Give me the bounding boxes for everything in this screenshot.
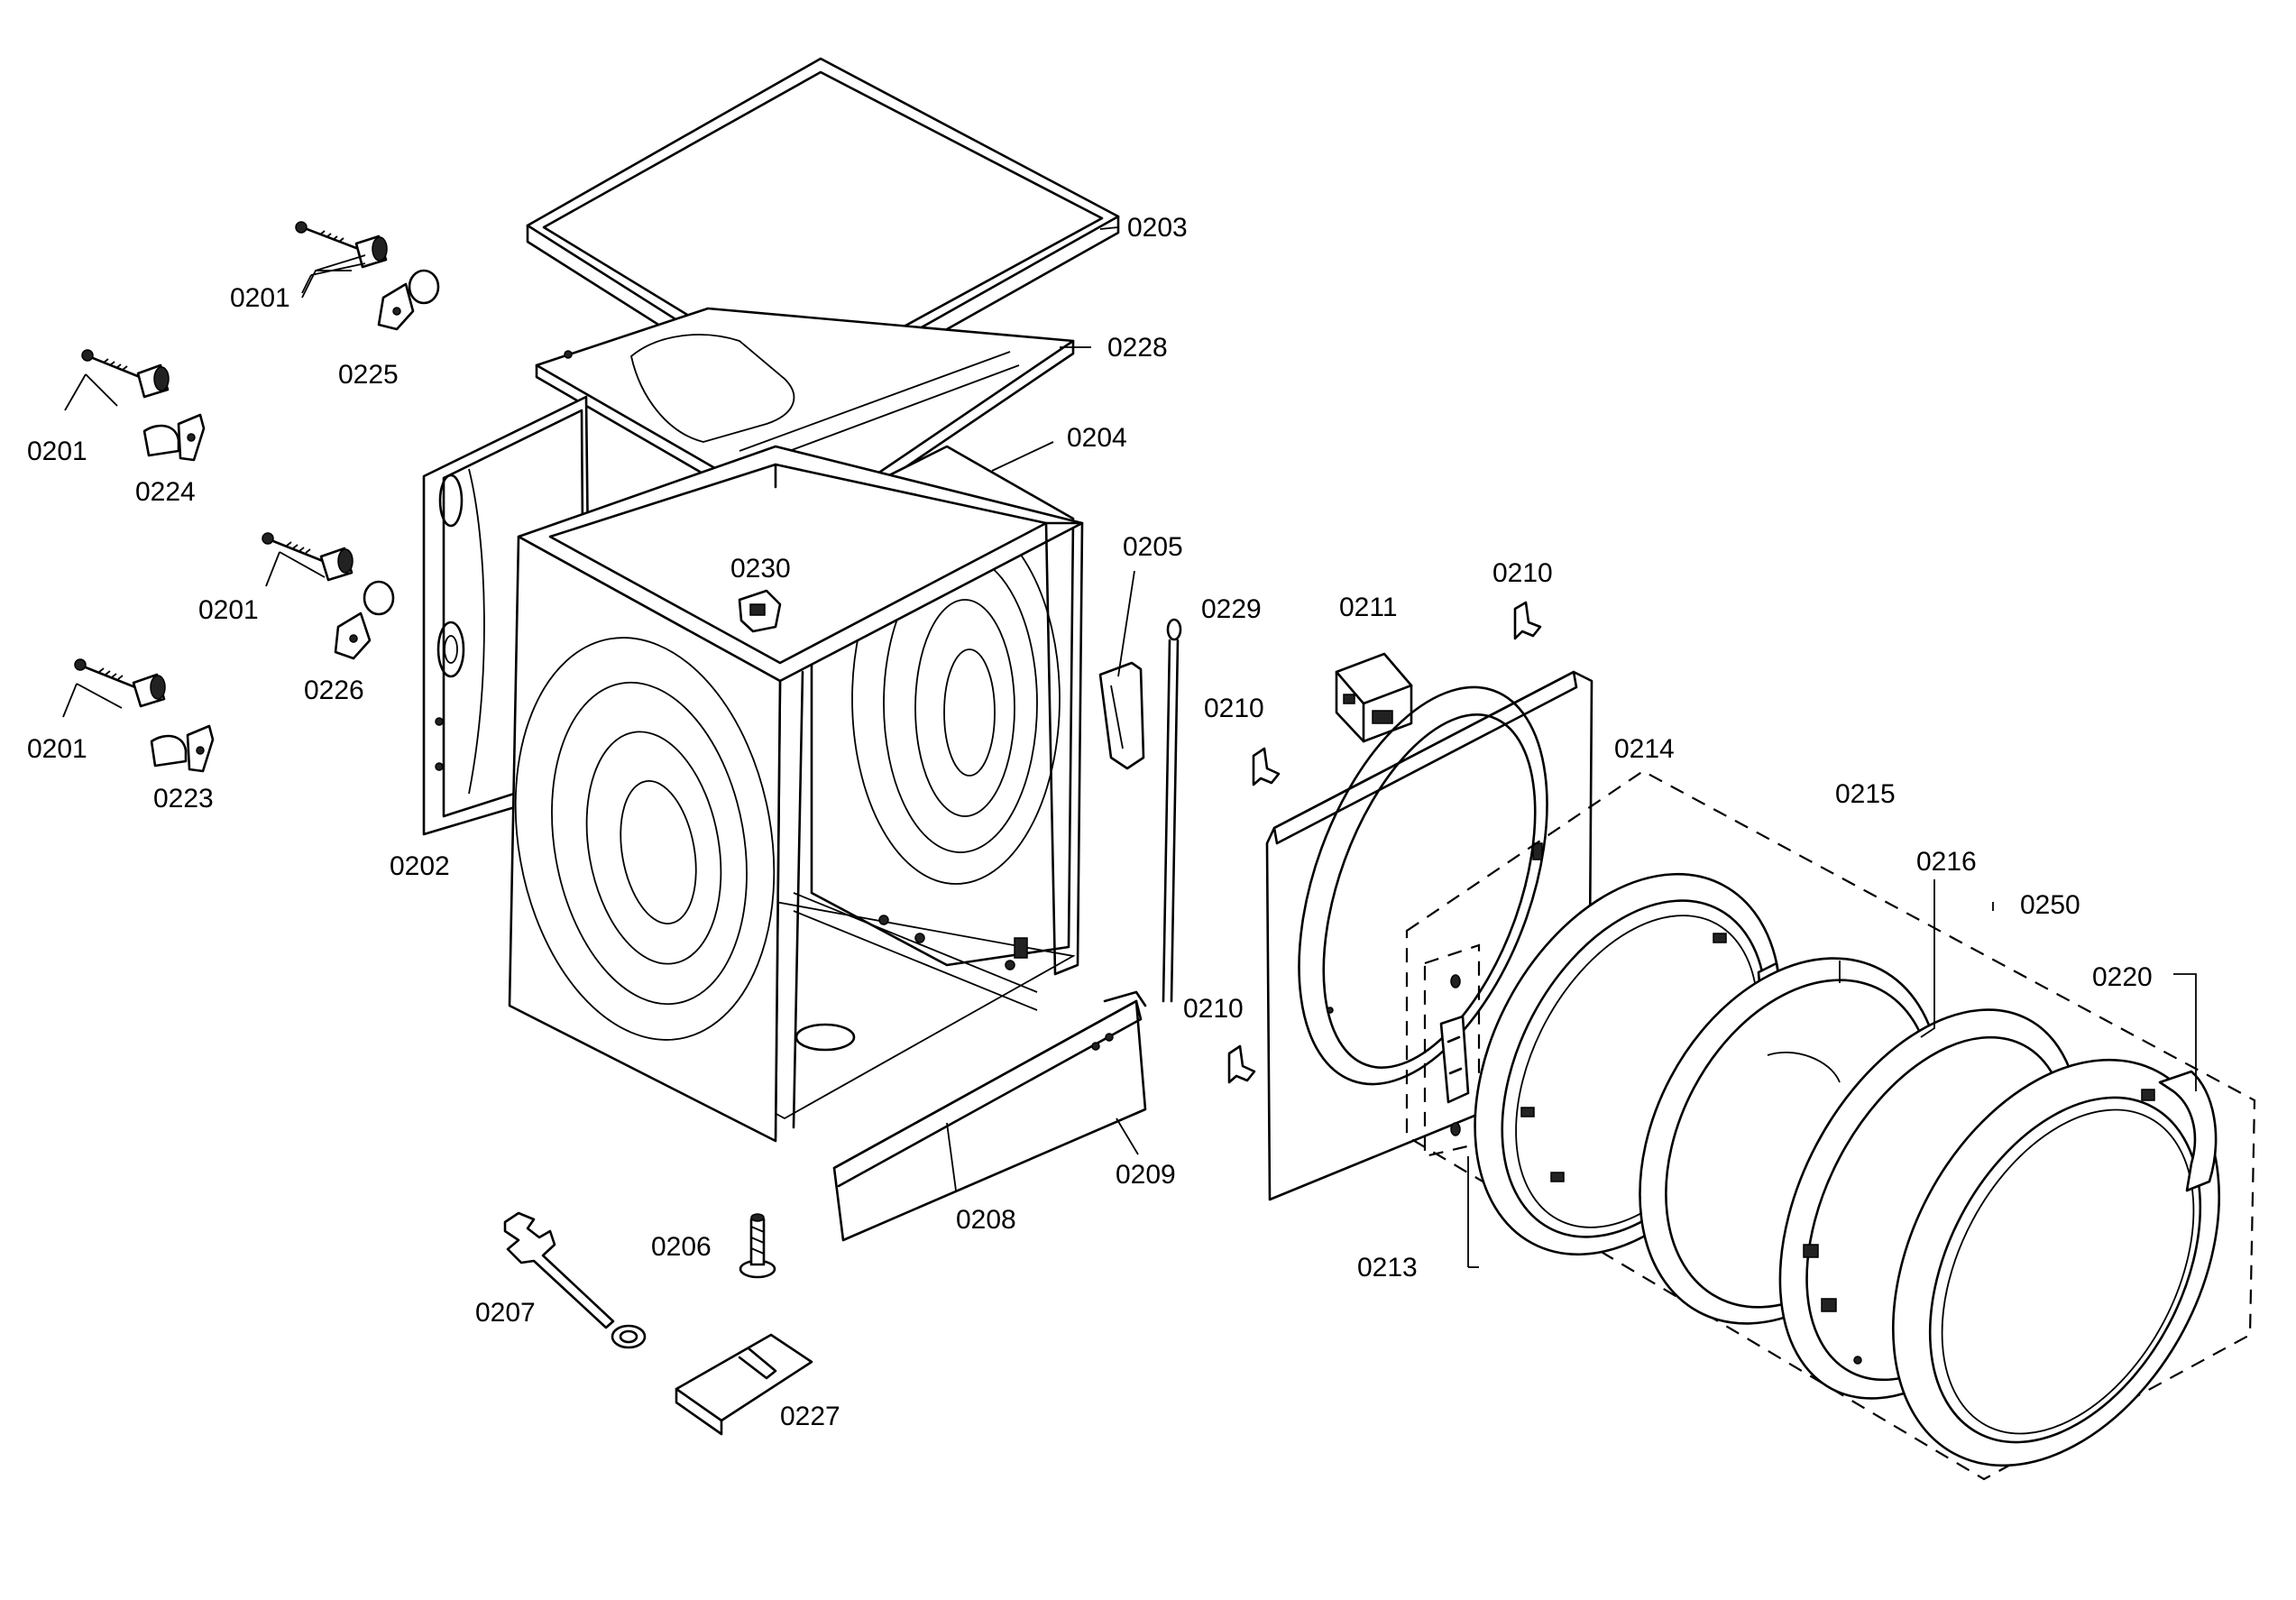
clip-0210-lower (1227, 1044, 1256, 1084)
hinge-cover-0220 (2141, 1070, 2218, 1192)
label-0224: 0224 (135, 477, 196, 507)
bracket-0230 (738, 589, 782, 633)
label-0204: 0204 (1067, 423, 1127, 453)
label-0204-lid: 0228 (1107, 333, 1168, 363)
label-0206: 0206 (651, 1232, 712, 1262)
side-handle-0205 (1098, 661, 1145, 770)
label-0203: 0203 (1127, 213, 1188, 243)
label-0201-a: 0201 (230, 283, 290, 313)
label-0201-d: 0201 (27, 734, 87, 764)
label-0223: 0223 (153, 784, 214, 814)
label-0205: 0205 (1123, 532, 1183, 562)
label-0201-b: 0201 (27, 437, 87, 466)
clip-0210-middle (1252, 747, 1281, 786)
label-0250: 0250 (2020, 890, 2080, 920)
cap-0226 (334, 580, 395, 660)
label-0229: 0229 (1201, 594, 1262, 624)
label-0214: 0214 (1614, 734, 1675, 764)
plinth-0208 (832, 999, 1147, 1242)
cap-0225 (377, 269, 440, 331)
screw-set-0201-third (262, 532, 354, 582)
label-0207: 0207 (475, 1298, 536, 1328)
label-0209: 0209 (1116, 1160, 1176, 1190)
label-0202: 0202 (390, 851, 450, 881)
screw-set-0201-second (81, 349, 170, 399)
plinth-trim-0209 (1103, 990, 1147, 1007)
label-0215: 0215 (1835, 779, 1896, 809)
rod-0229 (1162, 618, 1182, 1003)
label-0208: 0208 (956, 1205, 1016, 1235)
outer-door-ring (1891, 1058, 2221, 1467)
cap-0223 (150, 724, 215, 773)
module-0211 (1335, 652, 1413, 743)
label-0230: 0230 (730, 554, 791, 584)
screw-set-0201-top (295, 221, 388, 269)
label-0213: 0213 (1357, 1253, 1418, 1283)
label-0211: 0211 (1339, 593, 1398, 622)
label-0210-upper: 0210 (1492, 558, 1553, 588)
leader-lines (62, 226, 2197, 1155)
cap-0224 (142, 413, 206, 462)
label-0220: 0220 (2092, 962, 2153, 992)
label-0201-c: 0201 (198, 595, 259, 625)
clip-0210-upper (1513, 601, 1542, 640)
label-0225: 0225 (338, 360, 399, 390)
label-0210-middle: 0210 (1204, 694, 1264, 723)
label-0226: 0226 (304, 676, 364, 705)
screw-set-0201-bottom (74, 658, 166, 708)
label-0227: 0227 (780, 1402, 840, 1431)
cabinet-0204 (508, 445, 1084, 1143)
label-0216: 0216 (1916, 847, 1977, 877)
label-0210-lower: 0210 (1183, 994, 1244, 1024)
foot-0206 (739, 1213, 776, 1279)
wrench-0207 (503, 1211, 647, 1349)
transport-bracket-0227 (675, 1333, 813, 1436)
